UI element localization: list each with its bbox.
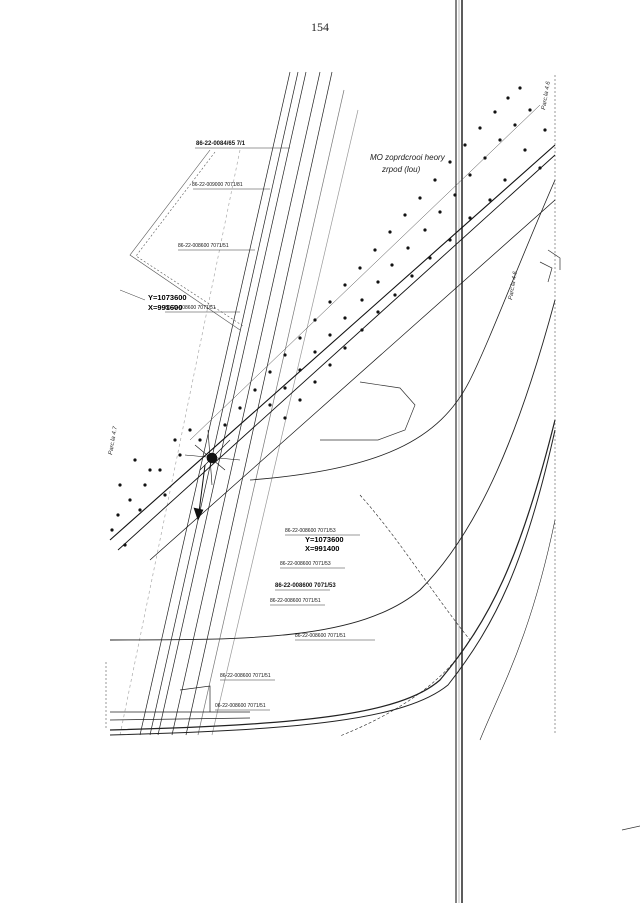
parcel-outline-left xyxy=(129,149,244,331)
binding-edge xyxy=(455,0,640,903)
parcel-label-1: Parc.la 4.6 xyxy=(508,270,519,300)
line-label-8: 86-22-008600 7071/51 xyxy=(270,598,321,604)
line-label-7: 86-22-008600 7071/53 xyxy=(275,583,336,589)
intersection-cluster xyxy=(184,429,241,521)
page-number: 154 xyxy=(311,20,329,34)
lower-boundary-lines xyxy=(109,685,251,721)
parcel-label-2: Parc.la 4.7 xyxy=(108,425,119,455)
line-label-2: 86-22-009000 7071/81 xyxy=(192,182,243,188)
coordinate-x-2: X=991400 xyxy=(305,544,339,553)
leader-lines xyxy=(119,147,375,711)
map-frame xyxy=(105,75,556,735)
line-label-3: 86-22-008600 7071/51 xyxy=(178,243,229,249)
road-corridor-lines xyxy=(119,71,359,736)
coordinate-y: Y=1073600 xyxy=(148,293,187,302)
line-label-10: 86-22-008600 7071/51 xyxy=(220,673,271,679)
line-label-5: 86-22-008600 7071/53 xyxy=(285,528,336,534)
line-label-11: 06-22-008600 7071/51 xyxy=(215,703,266,709)
line-label-9: 86-22-008600 7071/51 xyxy=(295,633,346,639)
line-label-4: 86-22-008600 7071/51 xyxy=(165,305,216,311)
vegetation-dots xyxy=(110,86,547,547)
line-label-6: 86-22-008600 7071/53 xyxy=(280,561,331,567)
diagonal-road-band xyxy=(109,104,556,561)
line-label-1: 86-22-0084/65 7/1 xyxy=(196,141,246,147)
building-outlines xyxy=(320,249,561,441)
coordinate-y-2: Y=1073600 xyxy=(305,535,344,544)
zone-label-line-1: MO zoprdcrooi heory xyxy=(370,153,446,162)
boundary-curves xyxy=(109,179,556,741)
parcel-label-3: Parc.la 4.6 xyxy=(541,80,552,110)
zone-label-line-2: zrpod (lou) xyxy=(381,165,421,174)
coordinate-x: X=991600 xyxy=(148,303,182,312)
